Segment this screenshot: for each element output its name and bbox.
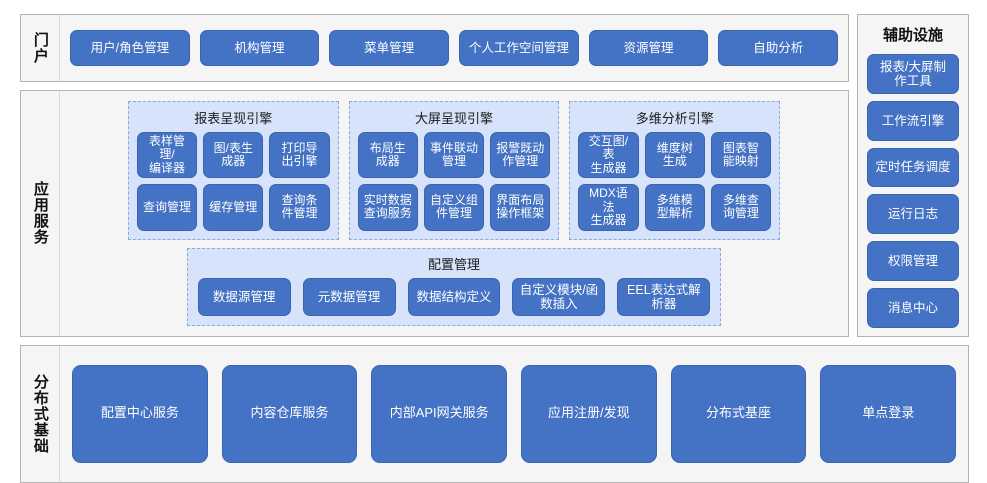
engine-group-multidim-analysis: 多维分析引擎 交互图/表 生成器 维度树 生成 图表智 能映射 MDX语法 生成… bbox=[569, 101, 781, 240]
distributed-base-row: 配置中心服务 内容仓库服务 内部API网关服务 应用注册/发现 分布式基座 单点… bbox=[60, 364, 968, 463]
portal-layer-body: 用户/角色管理 机构管理 菜单管理 个人工作空间管理 资源管理 自助分析 bbox=[60, 15, 848, 81]
report-item-cache-management[interactable]: 缓存管理 bbox=[203, 184, 264, 231]
portal-layer: 门户 用户/角色管理 机构管理 菜单管理 个人工作空间管理 资源管理 自助分析 bbox=[20, 14, 849, 82]
screen-item-event-linkage-management[interactable]: 事件联动 管理 bbox=[423, 132, 485, 179]
engine-group-large-screen: 大屏呈现引擎 布局生 成器 事件联动 管理 报警既动 作管理 实时数据 查询服务… bbox=[348, 101, 560, 240]
engine-group-multidim-analysis-grid: 交互图/表 生成器 维度树 生成 图表智 能映射 MDX语法 生成器 多维模 型… bbox=[578, 132, 772, 231]
aux-item-runtime-log[interactable]: 运行日志 bbox=[867, 194, 959, 235]
portal-item-self-service-analysis[interactable]: 自助分析 bbox=[718, 30, 839, 66]
base-item-internal-api-gateway-service[interactable]: 内部API网关服务 bbox=[371, 364, 508, 463]
aux-item-workflow-engine[interactable]: 工作流引擎 bbox=[867, 100, 959, 141]
multidim-item-dimension-tree-generation[interactable]: 维度树 生成 bbox=[644, 132, 705, 179]
screen-item-layout-generator[interactable]: 布局生 成器 bbox=[357, 132, 418, 179]
application-services-layer: 应用服务 报表呈现引擎 表样管理/ 编译器 图/表生 成器 打印导 出引擎 查询… bbox=[20, 90, 849, 337]
distributed-base-layer-label: 分布式基础 bbox=[21, 345, 60, 482]
engine-group-multidim-analysis-title: 多维分析引擎 bbox=[635, 111, 714, 126]
application-services-layer-label: 应用服务 bbox=[21, 91, 60, 336]
engine-group-large-screen-grid: 布局生 成器 事件联动 管理 报警既动 作管理 实时数据 查询服务 自定义组 件… bbox=[357, 132, 551, 231]
engines-row: 报表呈现引擎 表样管理/ 编译器 图/表生 成器 打印导 出引擎 查询管理 缓存… bbox=[127, 101, 781, 240]
report-item-chart-table-generator[interactable]: 图/表生 成器 bbox=[203, 132, 264, 179]
portal-item-menu[interactable]: 菜单管理 bbox=[329, 30, 450, 66]
report-item-query-condition-management[interactable]: 查询条 件管理 bbox=[269, 184, 330, 231]
portal-item-workspace[interactable]: 个人工作空间管理 bbox=[459, 30, 579, 66]
engine-group-large-screen-title: 大屏呈现引擎 bbox=[414, 111, 493, 126]
auxiliary-facilities-panel: 辅助设施 报表/大屏制 作工具 工作流引擎 定时任务调度 运行日志 权限管理 消… bbox=[857, 14, 969, 337]
distributed-base-layer: 分布式基础 配置中心服务 内容仓库服务 内部API网关服务 应用注册/发现 分布… bbox=[20, 344, 969, 483]
config-item-metadata-management[interactable]: 元数据管理 bbox=[302, 277, 396, 316]
portal-layer-label: 门户 bbox=[21, 15, 60, 81]
multidim-item-mdx-syntax-generator[interactable]: MDX语法 生成器 bbox=[578, 184, 639, 231]
aux-item-message-center[interactable]: 消息中心 bbox=[867, 287, 959, 328]
config-management-group: 配置管理 数据源管理 元数据管理 数据结构定义 自定义模块/函数插入 EEL表达… bbox=[186, 247, 722, 326]
base-item-distributed-foundation[interactable]: 分布式基座 bbox=[670, 364, 807, 463]
config-item-data-structure-definition[interactable]: 数据结构定义 bbox=[407, 277, 501, 316]
engine-group-report: 报表呈现引擎 表样管理/ 编译器 图/表生 成器 打印导 出引擎 查询管理 缓存… bbox=[127, 101, 339, 240]
base-item-app-registry-discovery[interactable]: 应用注册/发现 bbox=[521, 364, 657, 463]
application-services-body: 报表呈现引擎 表样管理/ 编译器 图/表生 成器 打印导 出引擎 查询管理 缓存… bbox=[60, 91, 848, 336]
report-item-query-management[interactable]: 查询管理 bbox=[136, 184, 198, 231]
left-stack: 门户 用户/角色管理 机构管理 菜单管理 个人工作空间管理 资源管理 自助分析 … bbox=[20, 14, 849, 337]
portal-item-row: 用户/角色管理 机构管理 菜单管理 个人工作空间管理 资源管理 自助分析 bbox=[60, 30, 848, 66]
config-management-title: 配置管理 bbox=[427, 256, 480, 272]
config-item-custom-module-function[interactable]: 自定义模块/函数插入 bbox=[512, 277, 606, 316]
engine-group-report-title: 报表呈现引擎 bbox=[194, 111, 273, 126]
portal-item-resource[interactable]: 资源管理 bbox=[588, 30, 709, 66]
report-item-print-export-engine[interactable]: 打印导 出引擎 bbox=[269, 132, 330, 179]
engine-group-report-grid: 表样管理/ 编译器 图/表生 成器 打印导 出引擎 查询管理 缓存管理 查询条 … bbox=[136, 132, 330, 231]
config-item-datasource-management[interactable]: 数据源管理 bbox=[197, 277, 291, 316]
base-item-single-sign-on[interactable]: 单点登录 bbox=[820, 364, 957, 463]
base-item-content-repository-service[interactable]: 内容仓库服务 bbox=[221, 364, 358, 463]
screen-item-realtime-data-query-service[interactable]: 实时数据 查询服务 bbox=[357, 184, 418, 231]
multidim-item-interactive-chart-generator[interactable]: 交互图/表 生成器 bbox=[578, 132, 639, 179]
aux-item-permission-management[interactable]: 权限管理 bbox=[867, 241, 959, 281]
report-item-template-editor[interactable]: 表样管理/ 编译器 bbox=[136, 132, 198, 179]
screen-item-ui-layout-framework[interactable]: 界面布局 操作框架 bbox=[490, 184, 551, 231]
aux-item-report-screen-tool[interactable]: 报表/大屏制 作工具 bbox=[867, 54, 959, 94]
distributed-base-body: 配置中心服务 内容仓库服务 内部API网关服务 应用注册/发现 分布式基座 单点… bbox=[60, 346, 968, 482]
auxiliary-facilities-title: 辅助设施 bbox=[882, 27, 943, 44]
screen-item-custom-component-management[interactable]: 自定义组 件管理 bbox=[423, 184, 485, 231]
base-item-config-center-service[interactable]: 配置中心服务 bbox=[72, 364, 208, 463]
portal-item-org[interactable]: 机构管理 bbox=[199, 30, 320, 66]
aux-item-scheduled-task[interactable]: 定时任务调度 bbox=[867, 147, 959, 188]
multidim-item-chart-smart-mapping[interactable]: 图表智 能映射 bbox=[710, 132, 772, 179]
config-management-row: 数据源管理 元数据管理 数据结构定义 自定义模块/函数插入 EEL表达式解析器 bbox=[197, 277, 711, 316]
config-item-eel-expression-parser[interactable]: EEL表达式解析器 bbox=[617, 277, 711, 316]
portal-item-user-role[interactable]: 用户/角色管理 bbox=[70, 30, 190, 66]
screen-item-alarm-action-management[interactable]: 报警既动 作管理 bbox=[490, 132, 551, 179]
top-area: 门户 用户/角色管理 机构管理 菜单管理 个人工作空间管理 资源管理 自助分析 … bbox=[20, 14, 969, 337]
multidim-item-query-management[interactable]: 多维查 询管理 bbox=[710, 184, 772, 231]
multidim-item-model-parsing[interactable]: 多维模 型解析 bbox=[644, 184, 705, 231]
